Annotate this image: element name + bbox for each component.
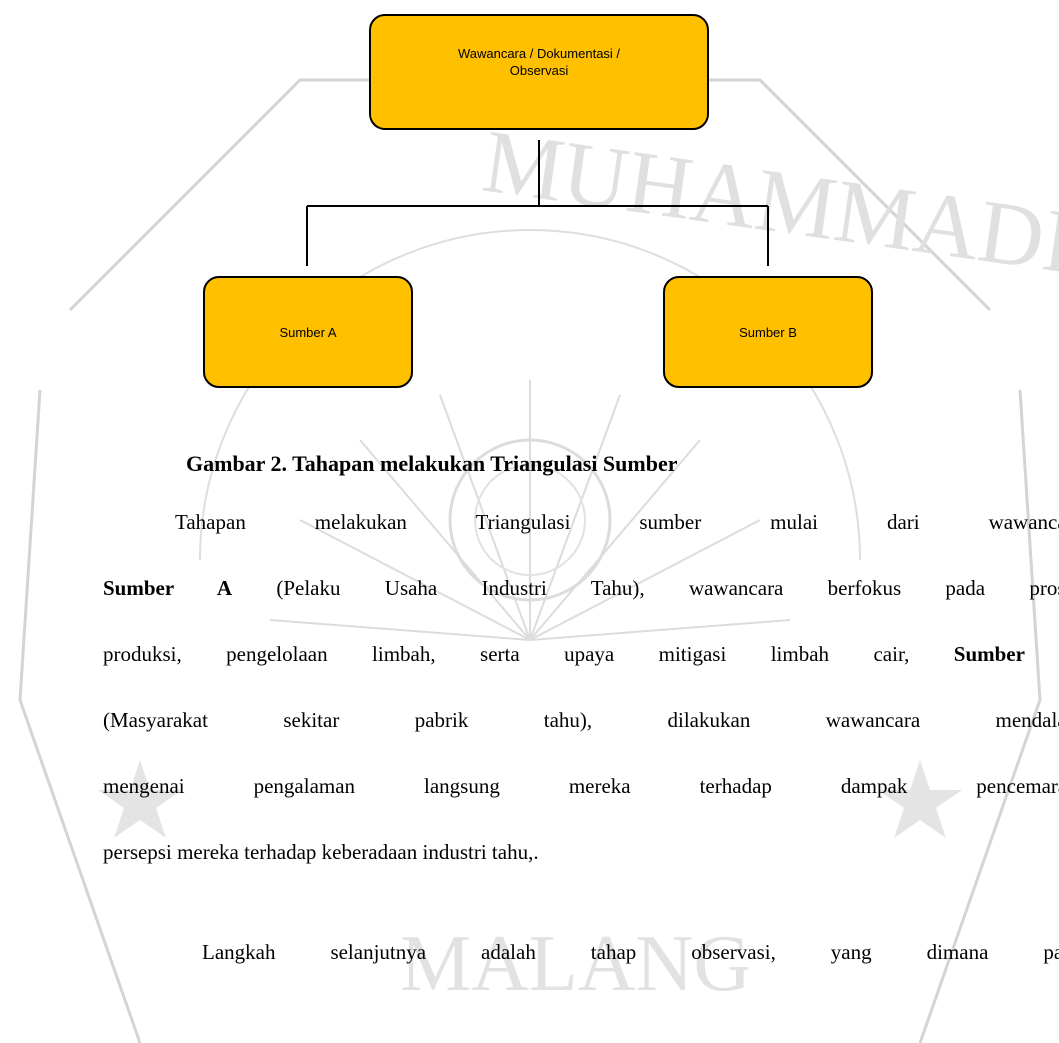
node-top-label: Wawancara / Dokumentasi / Observasi [457,46,621,78]
bold-sumber-a: Sumber A [103,576,233,600]
paragraph1-line5: mengenai pengalaman langsung mereka terh… [103,774,1059,798]
paragraph1-line2: Sumber A (Pelaku Usaha Industri Tahu), w… [103,574,1059,602]
node-a-label: Sumber A [279,324,337,340]
paragraph1-line3-start: produksi, pengelolaan limbah, serta upay… [103,642,954,666]
paragraph1-line6: persepsi mereka terhadap keberadaan indu… [103,840,539,864]
paragraph1-line3: produksi, pengelolaan limbah, serta upay… [103,640,1059,668]
diagram-connectors [306,140,769,266]
bold-sumber-b: Sumber B [953,642,1059,666]
node-sumber-b: Sumber B [663,276,873,388]
node-wawancara-dokumentasi-observasi: Wawancara / Dokumentasi / Observasi [369,14,709,130]
paragraph1-line4: (Masyarakat sekitar pabrik tahu), dilaku… [103,708,1059,732]
paragraph1-line2-rest: (Pelaku Usaha Industri Tahu), wawancara … [232,576,1059,600]
paragraph2-line1: Langkah selanjutnya adalah tahap observa… [202,940,1059,964]
figure-caption: Gambar 2. Tahapan melakukan Triangulasi … [186,451,678,476]
paragraph1-line1: Tahapan melakukan Triangulasi sumber mul… [175,510,1059,534]
node-sumber-a: Sumber A [203,276,413,388]
node-b-label: Sumber B [739,324,797,340]
